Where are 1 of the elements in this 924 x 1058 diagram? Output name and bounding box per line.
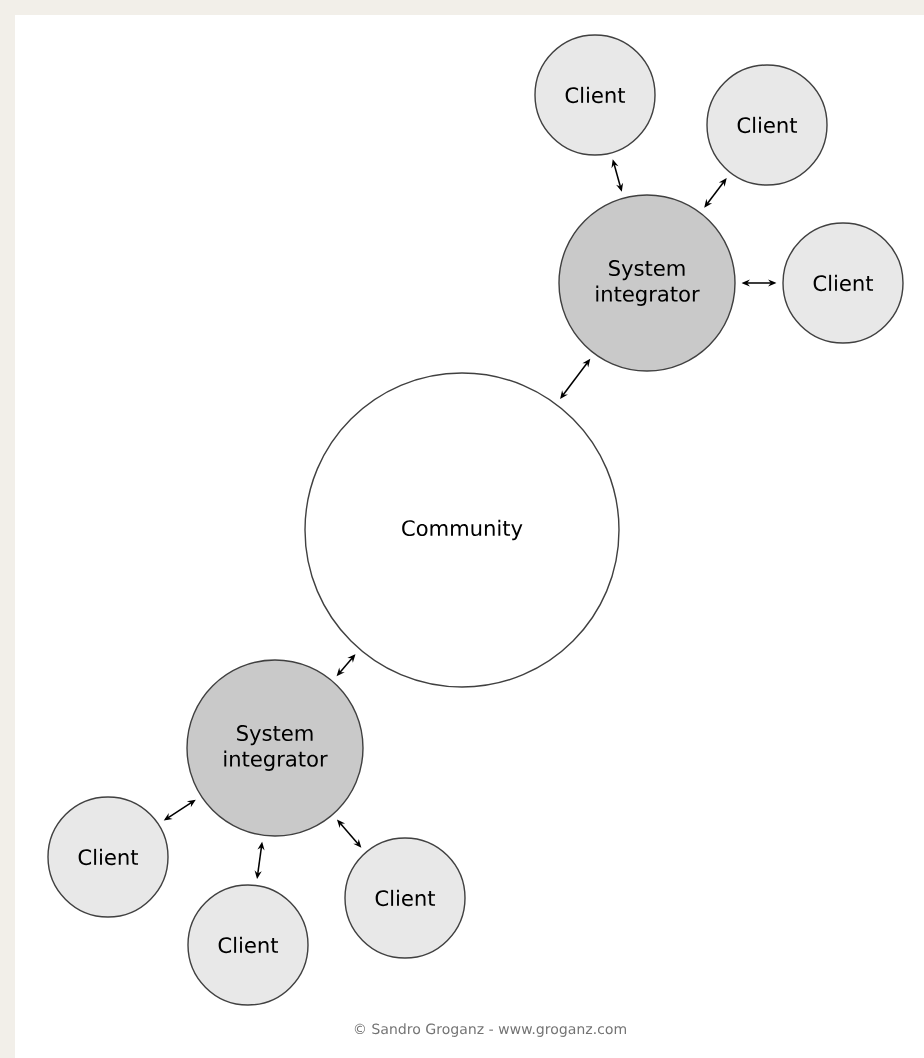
credit-line: © Sandro Groganz - www.groganz.com [354, 1023, 626, 1037]
